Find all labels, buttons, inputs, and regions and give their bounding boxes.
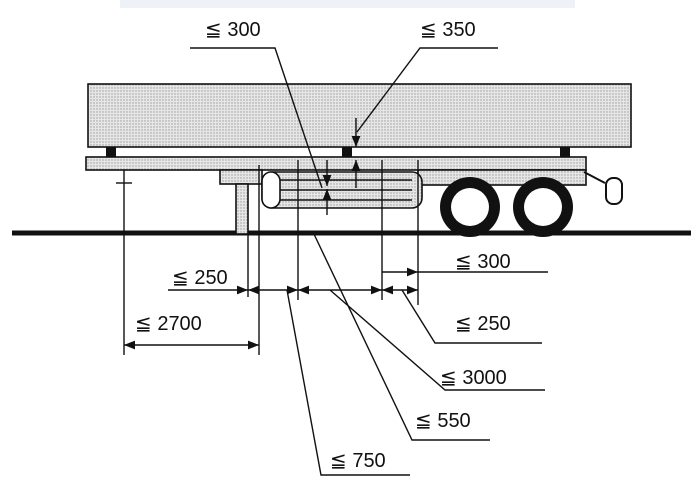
leader-top-right: [356, 47, 498, 133]
rear-wheel-1: [440, 177, 500, 237]
leader-top-left: [190, 47, 323, 189]
dim-bottom-3000: ≦ 3000: [440, 367, 507, 389]
support-block-3: [560, 147, 570, 157]
leader-550: [312, 231, 490, 441]
chassis-frame: [85, 156, 587, 171]
drawbar: [583, 171, 606, 184]
dim-left-upper: ≦ 250: [172, 267, 228, 289]
landing-leg: [235, 183, 249, 235]
dim-bottom-750: ≦ 750: [330, 450, 386, 472]
top-band: [120, 0, 575, 8]
rear-wheel-2: [513, 177, 573, 237]
underslung-tank: [261, 171, 423, 209]
support-block-1: [106, 147, 116, 157]
leader-750: [286, 289, 410, 476]
support-block-2: [342, 147, 352, 157]
dim-right-upper: ≦ 300: [455, 251, 511, 273]
dim-top-right: ≦ 350: [420, 19, 476, 41]
dim-left-lower: ≦ 2700: [135, 313, 202, 335]
dim-bottom-550: ≦ 550: [415, 410, 471, 432]
leader-250-right: [401, 289, 542, 344]
dim-top-left: ≦ 300: [205, 19, 261, 41]
leader-3000: [329, 289, 545, 391]
drawbar-eye: [605, 177, 623, 205]
dim-right-lower: ≦ 250: [455, 313, 511, 335]
cargo-body: [87, 83, 632, 148]
chassis-lower-right: [417, 169, 587, 186]
chassis-lower-left: [219, 169, 263, 185]
